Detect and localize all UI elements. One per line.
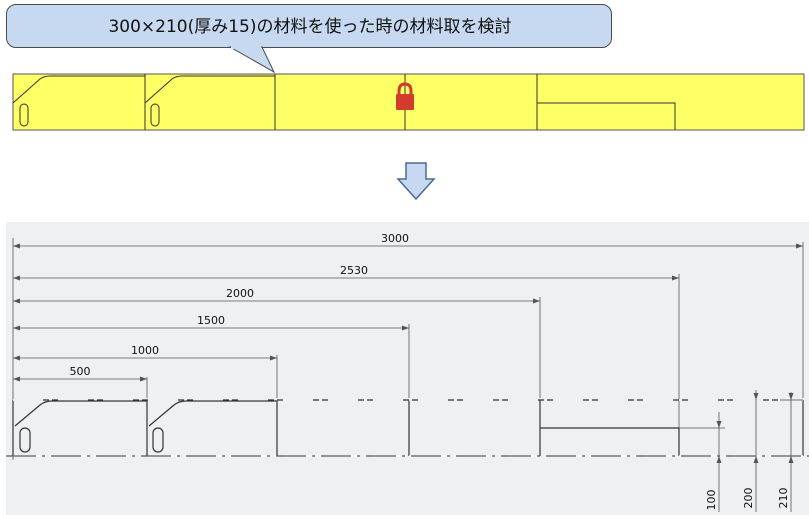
callout-pointer-join <box>231 46 261 49</box>
callout-text: 300×210(厚み15)の材料を使った時の材料取を検討 <box>108 17 512 37</box>
dim-210-label: 210 <box>777 488 790 509</box>
drawing-part1-slot <box>19 427 31 453</box>
drawing-background <box>6 222 809 515</box>
part2-slot <box>150 103 160 127</box>
center-lines <box>13 399 803 457</box>
dim-100-label: 100 <box>705 490 718 511</box>
dim-2000-label: 2000 <box>226 287 254 300</box>
drawing-part2-profile <box>148 400 277 427</box>
dim-200-label: 200 <box>742 488 755 509</box>
notch-outline <box>537 102 676 130</box>
part1-profile <box>12 75 145 104</box>
dim-500-label: 500 <box>70 365 91 378</box>
dim-3000-label: 3000 <box>381 232 409 245</box>
part1-slot <box>19 103 29 127</box>
part2-profile <box>144 75 275 104</box>
down-arrow-icon <box>396 162 436 201</box>
callout-box: 300×210(厚み15)の材料を使った時の材料取を検討 <box>6 4 612 48</box>
dim-2530-label: 2530 <box>340 264 368 277</box>
drawing-panel: 500 1000 1500 2000 2530 3000 <box>6 222 809 515</box>
callout-pointer <box>228 46 276 74</box>
material-strip <box>12 73 805 131</box>
dim-1000-label: 1000 <box>131 344 159 357</box>
drawing-part1-profile <box>14 400 147 427</box>
dim-1500-label: 1500 <box>197 314 225 327</box>
lock-icon <box>396 82 414 110</box>
drawing-part2-slot <box>152 427 164 453</box>
